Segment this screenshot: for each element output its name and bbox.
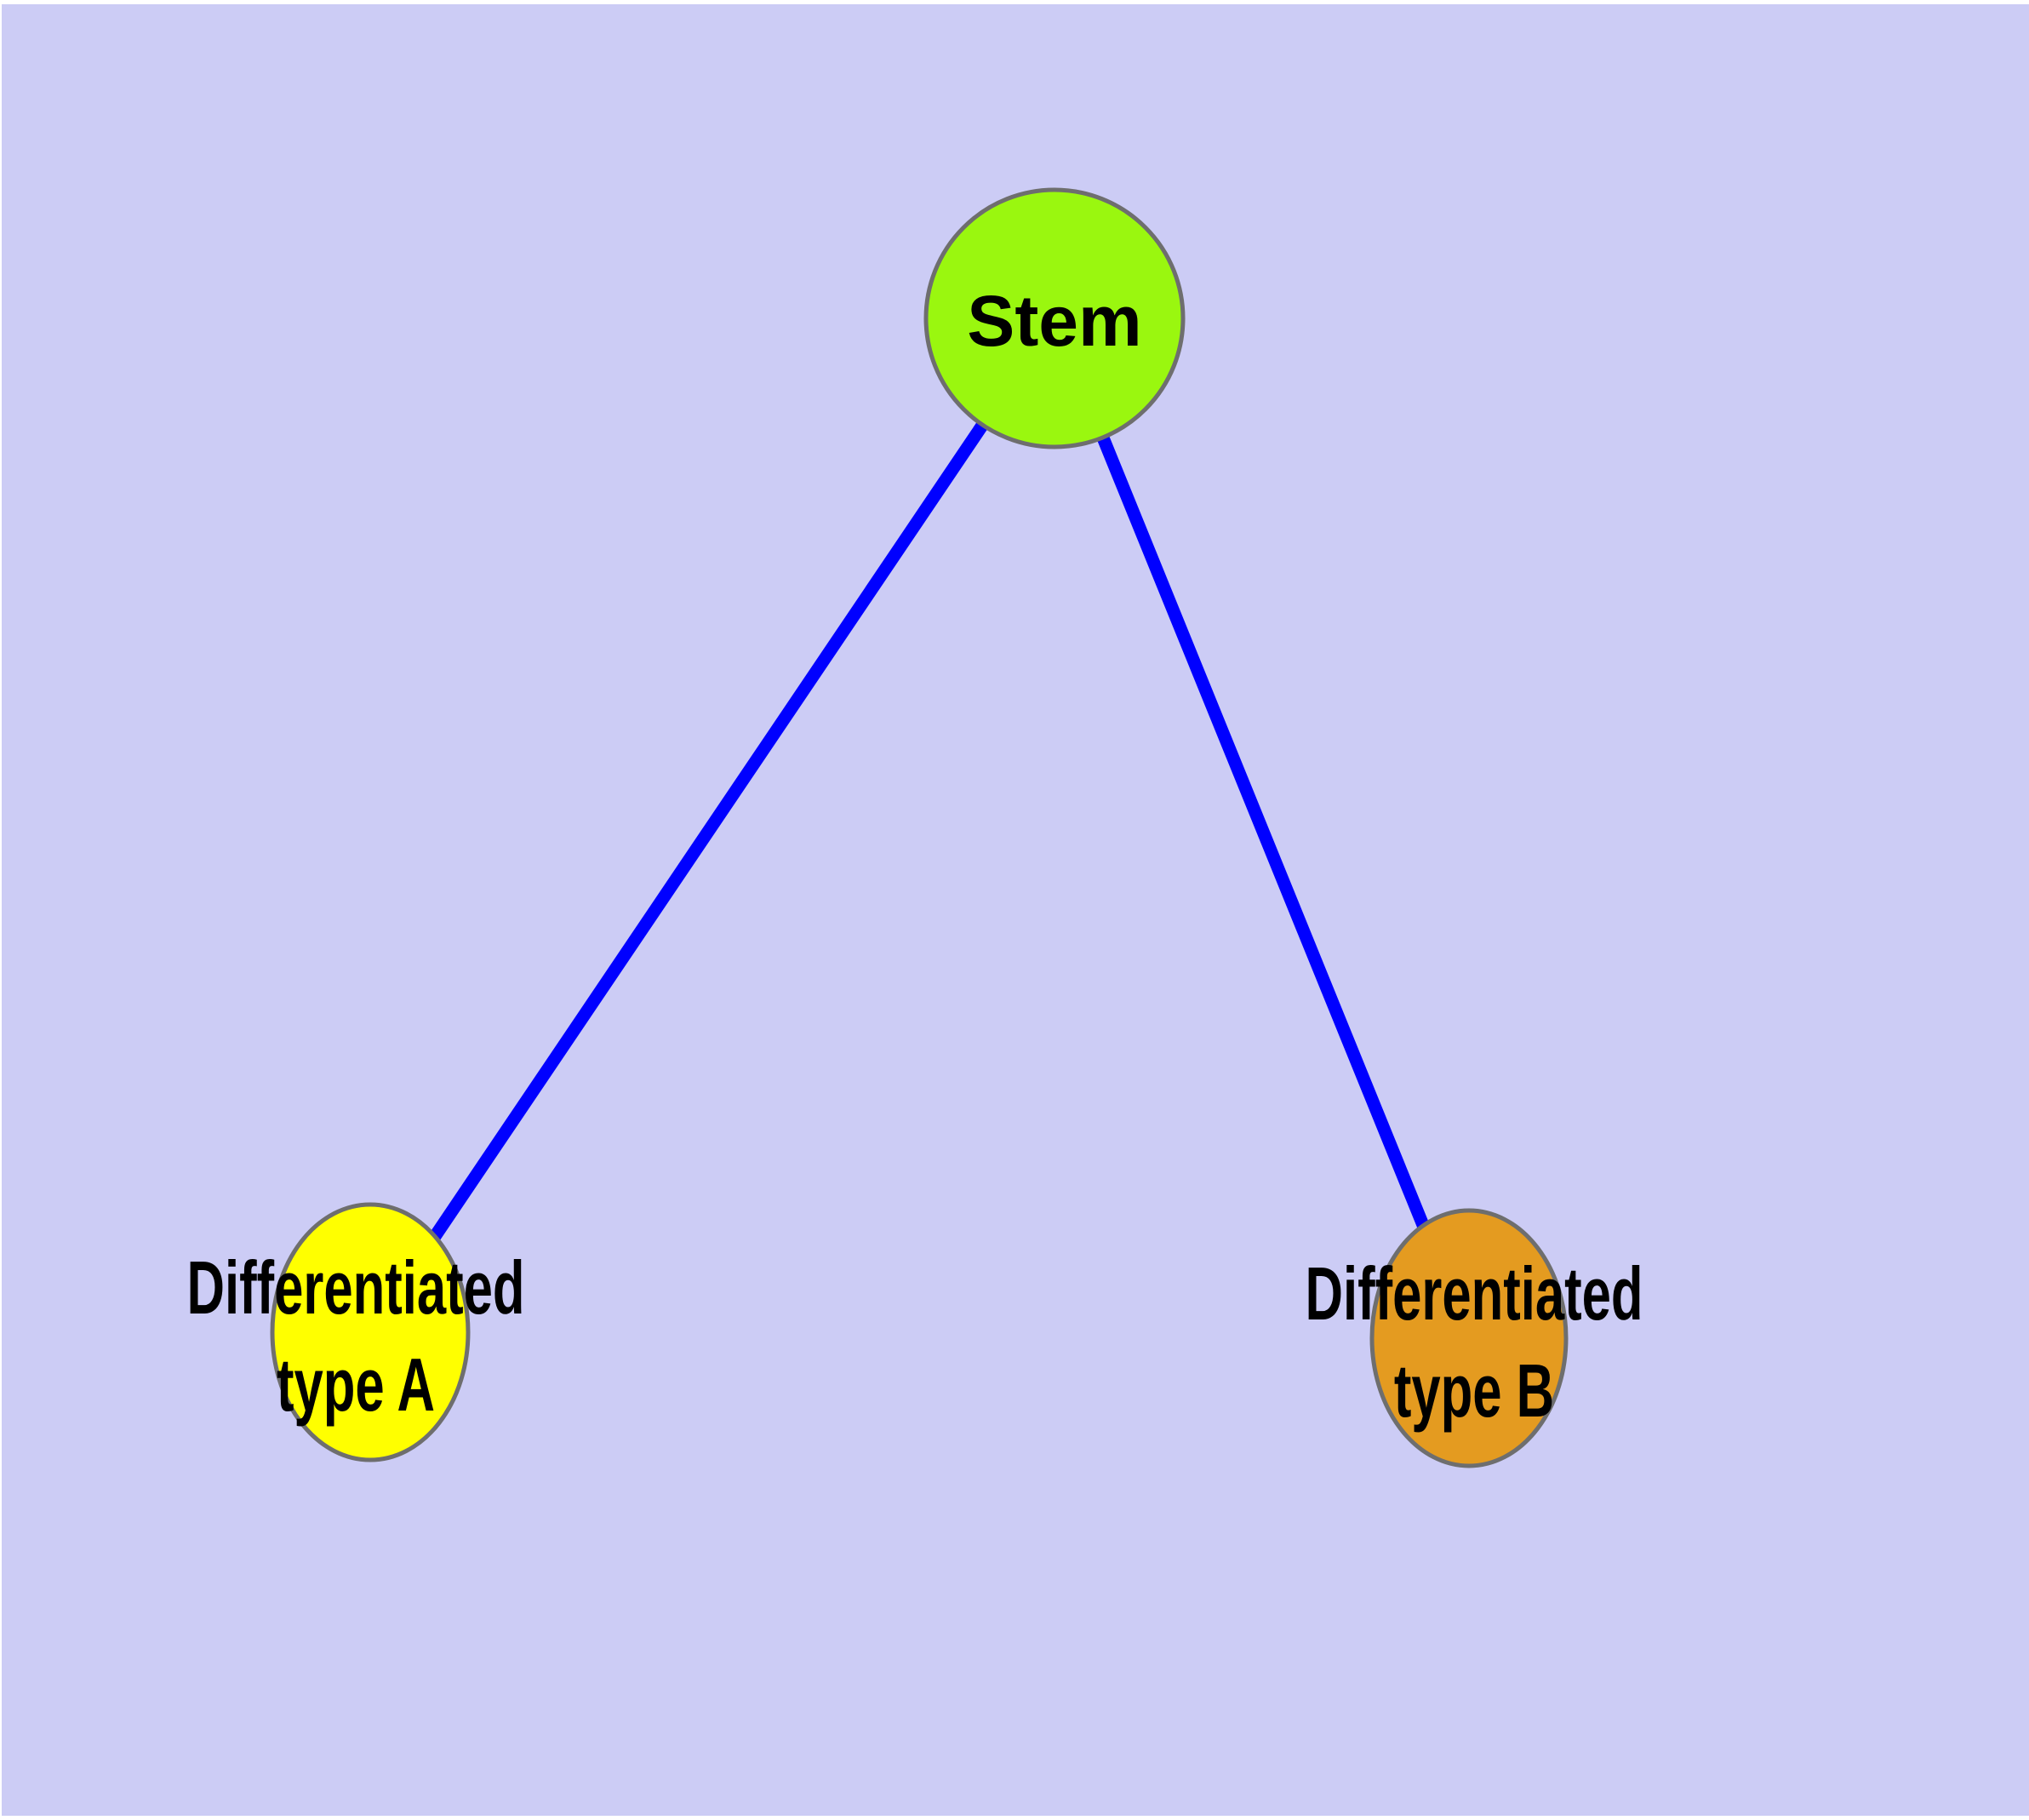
node-type-b [1369, 1208, 1569, 1468]
node-label-stem: Stem [967, 281, 1142, 361]
edge-stem-to-type-b [1049, 316, 1475, 1341]
node-type-a [270, 1202, 471, 1462]
edge-stem-to-type-a [364, 314, 1060, 1336]
node-label-type-a: Differentiated type A [186, 1245, 525, 1427]
node-label-type-b: Differentiated type B [1305, 1251, 1643, 1433]
node-stem [923, 187, 1186, 449]
